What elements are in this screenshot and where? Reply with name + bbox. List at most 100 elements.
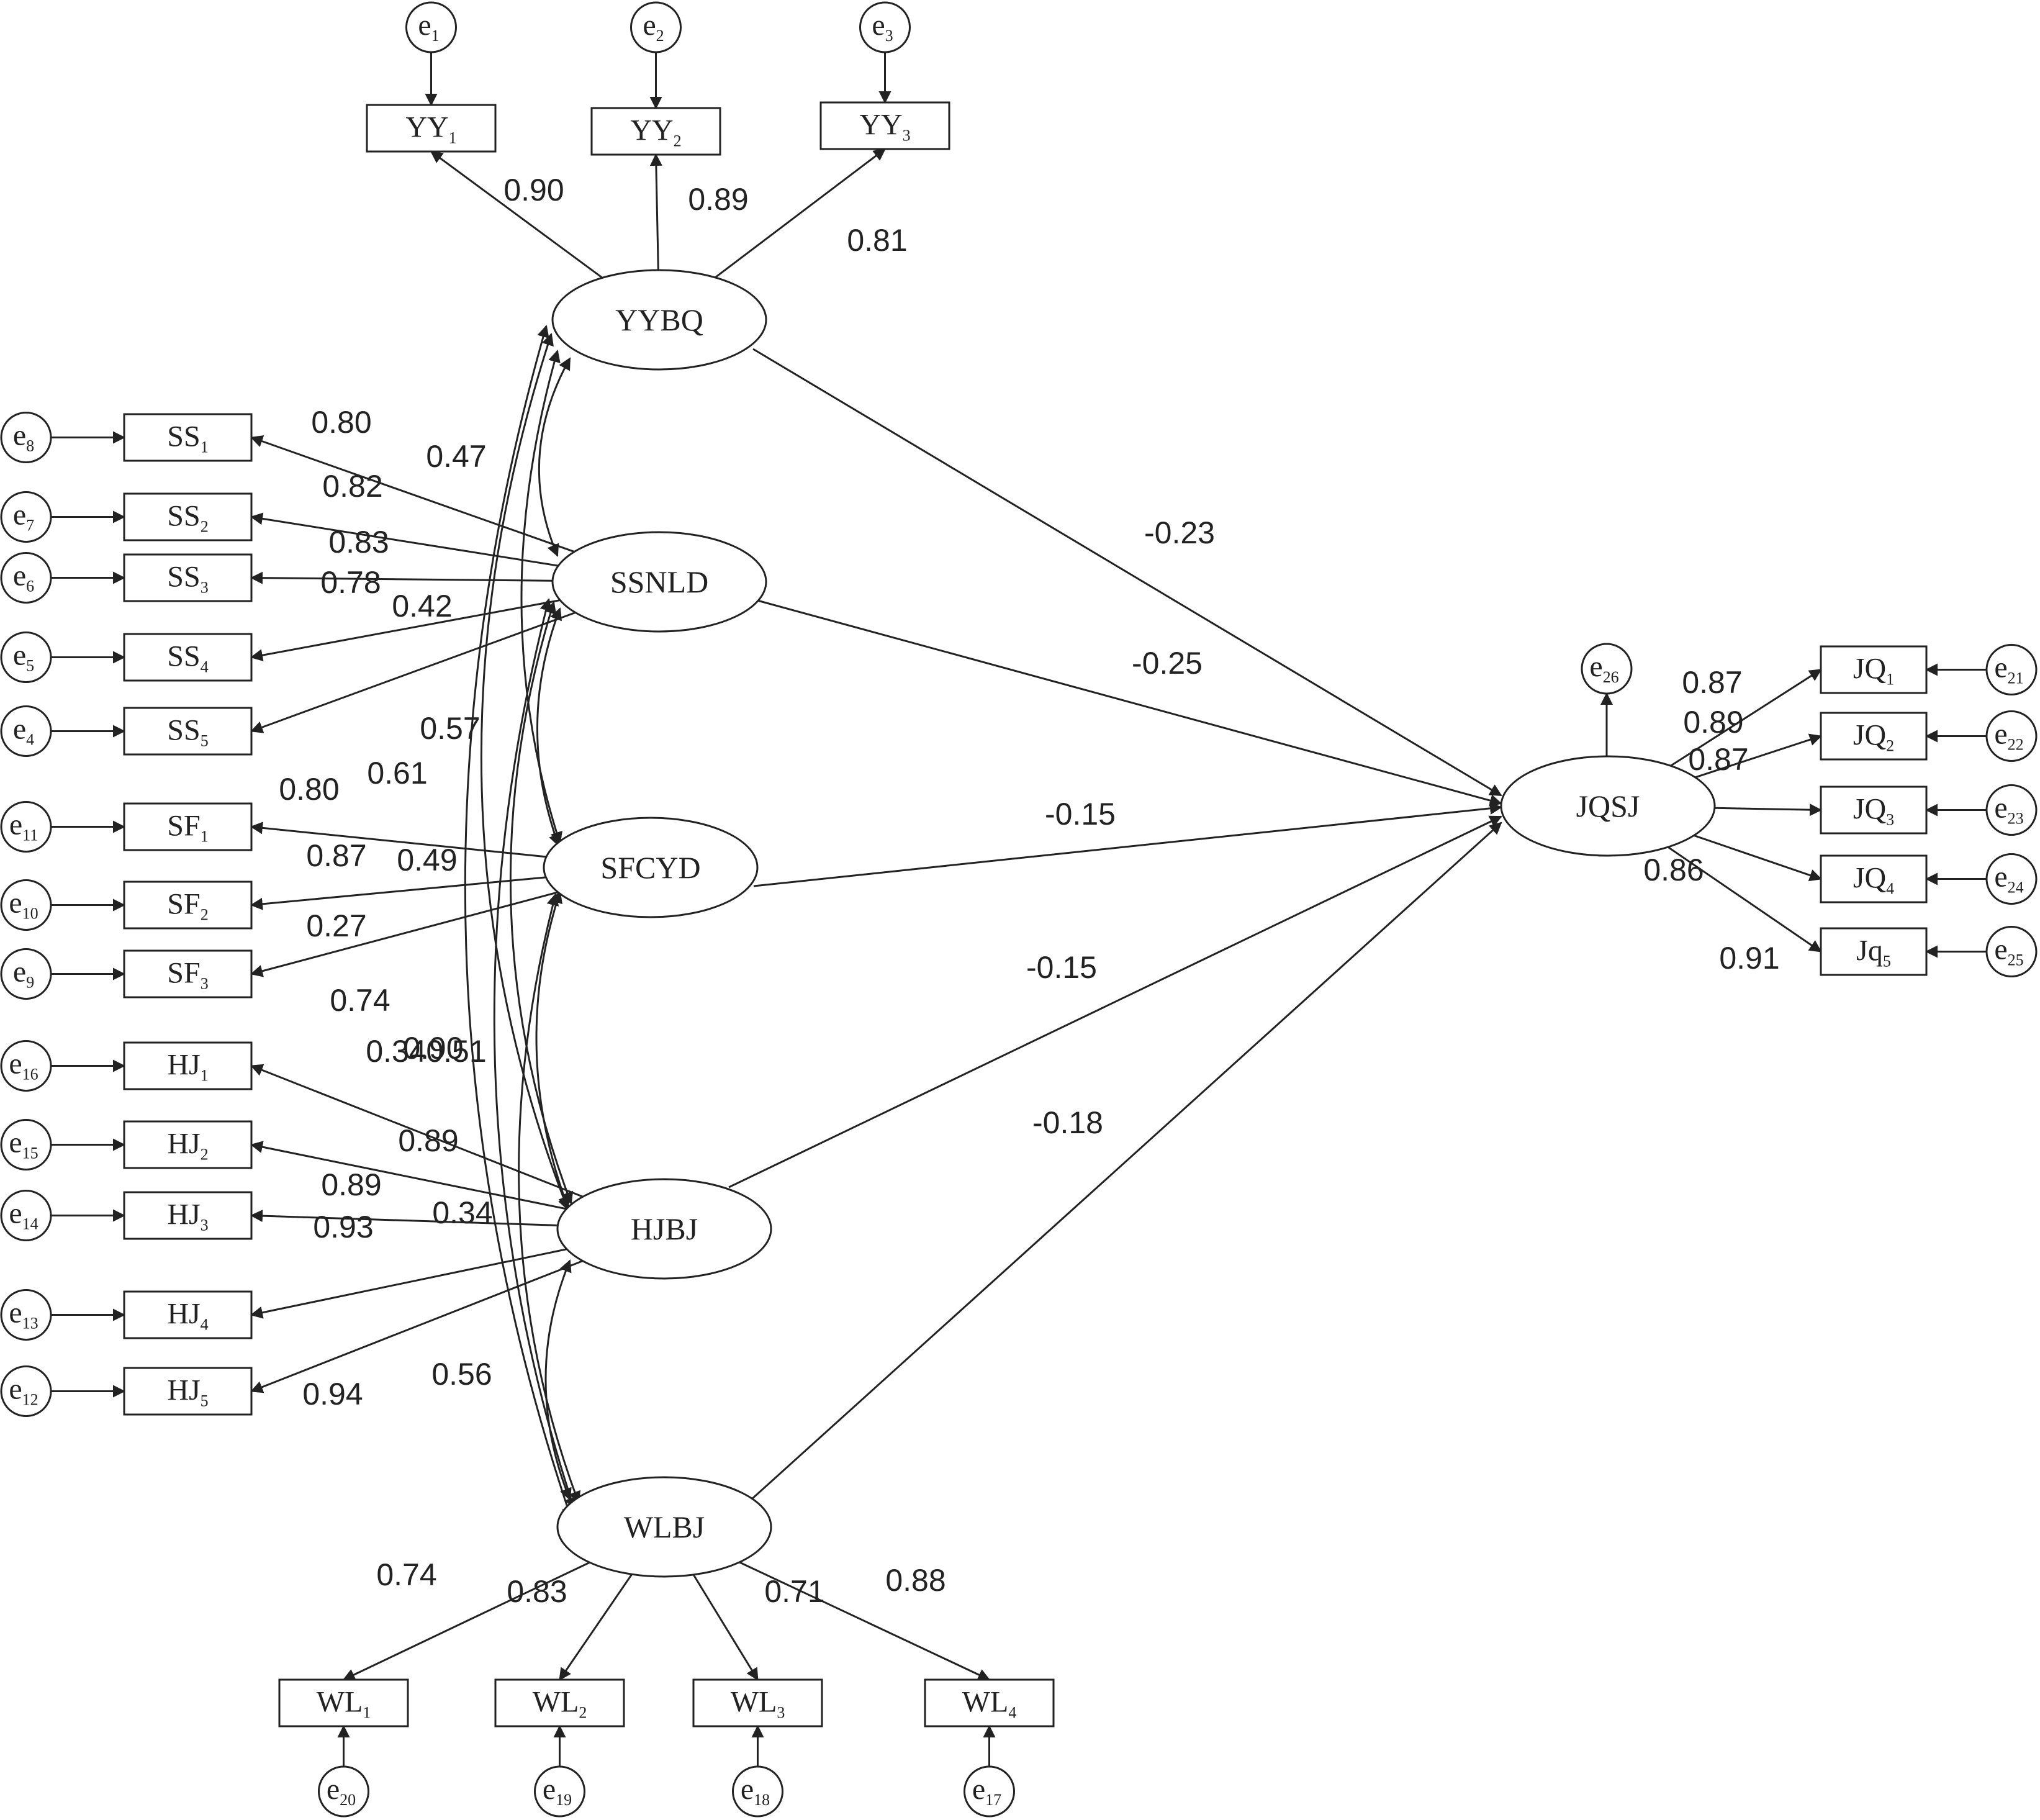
structural-coef-ssnld: -0.25 xyxy=(1132,646,1203,681)
indicator-label-sub: 4 xyxy=(1008,1704,1016,1722)
indicator-label-base: SF xyxy=(167,888,200,921)
latent-ellipse xyxy=(1500,755,1716,857)
latent-ellipse xyxy=(556,1178,772,1280)
loading-label-wl3: 0.71 xyxy=(764,1574,824,1609)
indicator-wl4: WL4 xyxy=(924,1678,1055,1727)
indicator-label-sub: 3 xyxy=(1886,811,1894,829)
indicator-label: HJ2 xyxy=(167,1128,208,1164)
loading-arrow-wl2 xyxy=(559,1573,633,1681)
latent-wlbj: WLBJ xyxy=(556,1476,772,1578)
error-label-base: e xyxy=(1994,651,2007,684)
error-label-sub: 4 xyxy=(26,731,34,749)
indicator-box xyxy=(123,492,253,541)
indicator-label-sub: 1 xyxy=(1886,671,1894,689)
indicator-sf3: SF3 xyxy=(123,949,253,998)
error-term-26: e26 xyxy=(1581,643,1633,695)
indicator-label: YY1 xyxy=(405,111,456,147)
indicator-label-base: SS xyxy=(167,714,200,747)
error-label-sub: 3 xyxy=(885,27,893,45)
indicator-jq2: JQ2 xyxy=(1820,712,1928,761)
loading-arrow-yy3 xyxy=(715,148,887,279)
error-term-12: e12 xyxy=(0,1365,52,1417)
structural-arrow-wlbj xyxy=(750,822,1502,1501)
indicator-label-sub: 2 xyxy=(201,1146,209,1164)
error-circle xyxy=(1985,710,2038,762)
correlation-coef-yybq-ssnld: 0.47 xyxy=(426,439,486,474)
loading-arrow-jq3 xyxy=(1714,804,1822,817)
indicator-label: SF3 xyxy=(167,957,208,993)
error-label-base: e xyxy=(872,9,885,42)
latent-label: SFCYD xyxy=(600,850,700,885)
indicator-label-base: SF xyxy=(167,957,200,990)
error-label-sub: 1 xyxy=(431,27,440,45)
correlation-yybq-ssnld xyxy=(538,357,571,557)
latent-yybq: YYBQ xyxy=(551,269,767,371)
loading-label-wl4: 0.88 xyxy=(885,1563,946,1598)
latent-label: YYBQ xyxy=(615,302,703,337)
indicator-label-base: Jq xyxy=(1856,935,1883,967)
error-label-sub: 6 xyxy=(26,577,34,595)
error-circle xyxy=(1985,926,2038,977)
indicator-label-base: HJ xyxy=(167,1374,200,1407)
loading-label-hj3: 0.89 xyxy=(321,1167,381,1202)
correlation-coef-ssnld-hjbj: 0.74 xyxy=(330,983,390,1018)
indicator-label: SS3 xyxy=(167,561,208,597)
error-label-sub: 11 xyxy=(22,826,38,844)
indicator-label-base: SS xyxy=(167,640,200,673)
error-term-21: e21 xyxy=(1985,644,2038,695)
indicator-label-base: YY xyxy=(630,114,673,147)
error-label: e10 xyxy=(9,887,38,923)
error-term-17: e17 xyxy=(964,1765,1015,1818)
error-circle xyxy=(0,1119,52,1170)
loading-label-ss4: 0.78 xyxy=(320,565,381,600)
error-label: e1 xyxy=(418,9,439,45)
loading-arrow-jq4 xyxy=(1694,835,1822,882)
indicator-label: SF1 xyxy=(167,810,208,846)
error-label: e11 xyxy=(9,808,38,844)
error-label-base: e xyxy=(9,808,22,841)
indicator-label: YY2 xyxy=(630,114,681,150)
loading-arrow-wl3 xyxy=(692,1574,759,1681)
indicator-box xyxy=(123,413,253,462)
structural-coef-wlbj: -0.18 xyxy=(1032,1105,1103,1140)
latent-label: JQSJ xyxy=(1576,789,1640,823)
error-label-sub: 14 xyxy=(22,1215,38,1233)
loading-label-wl1: 0.74 xyxy=(376,1557,436,1592)
structural-coef-hjbj: -0.15 xyxy=(1026,950,1097,985)
latent-ellipse xyxy=(556,1476,772,1578)
error-circle xyxy=(405,1,457,53)
loading-arrow-jq2 xyxy=(1695,733,1822,779)
error-circle xyxy=(0,1289,52,1341)
error-term-3: e3 xyxy=(859,1,911,53)
indicator-label-base: YY xyxy=(859,109,902,142)
error-label: e13 xyxy=(9,1297,38,1333)
loading-label-jq5: 0.91 xyxy=(1719,941,1779,976)
indicator-label-base: WL xyxy=(962,1686,1009,1719)
indicator-label: SF2 xyxy=(167,888,208,924)
indicator-label-sub: 3 xyxy=(903,127,911,145)
loading-label-ss3: 0.83 xyxy=(328,525,389,559)
error-label-base: e xyxy=(327,1773,340,1806)
error-term-14: e14 xyxy=(0,1190,52,1241)
structural-coef-yybq: -0.23 xyxy=(1144,515,1215,550)
indicator-yy2: YY2 xyxy=(590,107,721,156)
error-term-8: e8 xyxy=(0,412,52,463)
indicator-label-sub: 1 xyxy=(449,129,457,147)
indicator-hj2: HJ2 xyxy=(123,1120,253,1169)
correlation-coef-sfcyd-hjbj: 0.51 xyxy=(426,1034,486,1069)
correlation-sfcyd-hjbj xyxy=(535,890,571,1209)
correlation-ssnld-wlbj xyxy=(493,598,577,1510)
error-term-5: e5 xyxy=(0,632,52,683)
error-label-sub: 22 xyxy=(2008,736,2024,754)
error-label: e5 xyxy=(13,639,34,675)
indicator-box xyxy=(494,1678,625,1727)
loading-label-ss2: 0.82 xyxy=(322,469,382,504)
loading-arrow-hj4 xyxy=(250,1248,567,1319)
correlation-yybq-wlbj xyxy=(464,325,574,1519)
indicator-jq5: Jq5 xyxy=(1820,927,1928,976)
error-circle xyxy=(0,948,52,1000)
indicator-label: Jq5 xyxy=(1856,935,1891,971)
error-label-base: e xyxy=(1994,861,2007,894)
indicator-label-sub: 4 xyxy=(201,1316,209,1334)
indicator-box xyxy=(1820,927,1928,976)
